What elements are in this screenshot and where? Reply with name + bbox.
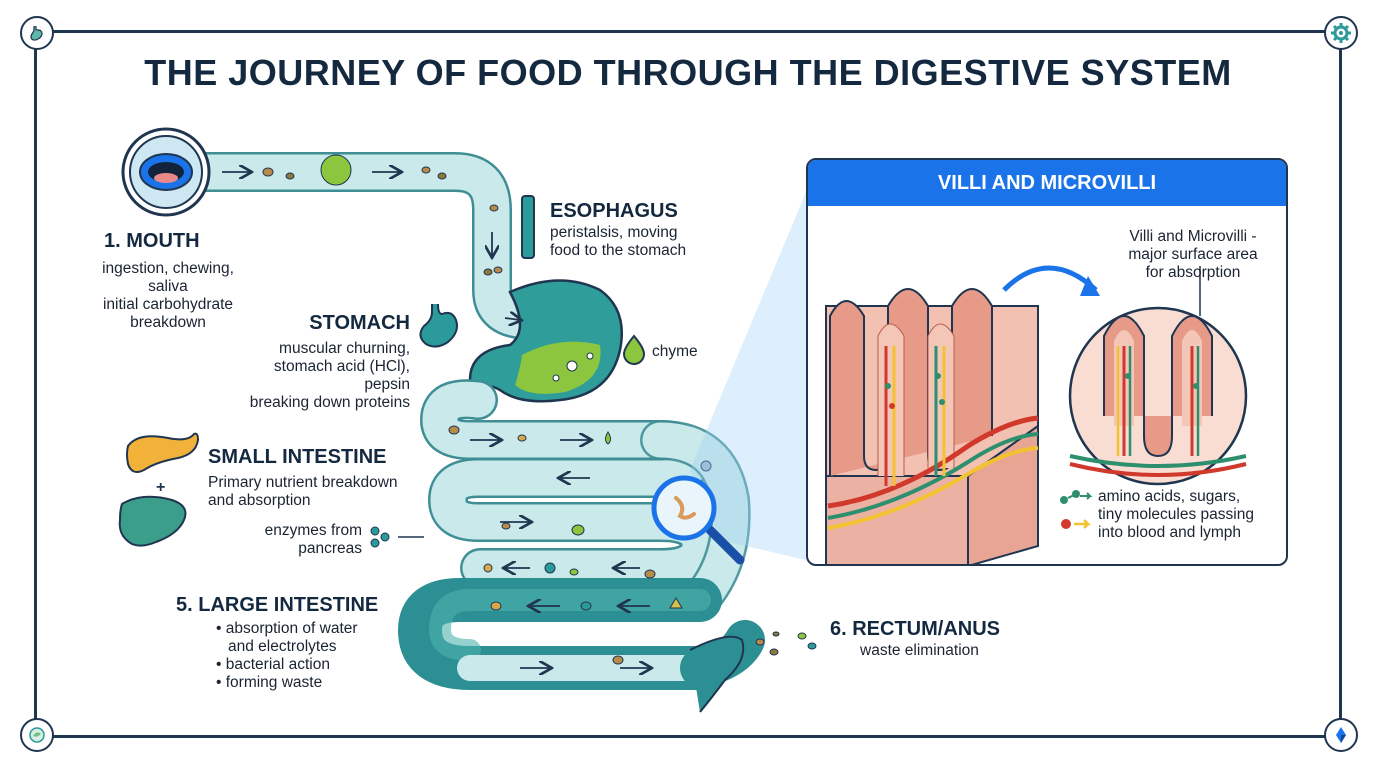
large-intestine-item: absorption of water bbox=[216, 620, 358, 638]
mouth-line-3: initial carbohydrate bbox=[102, 296, 234, 313]
villi-panel: VILLI AND MICROVILLI bbox=[806, 158, 1288, 566]
villi-callout-line-1: Villi and Microvilli - bbox=[1129, 228, 1257, 245]
villi-callout: Villi and Microvilli - major surface are… bbox=[1108, 228, 1278, 282]
stomach-icon bbox=[419, 303, 458, 348]
compass-icon bbox=[1324, 718, 1358, 752]
mouth-heading: 1. MOUTH bbox=[104, 230, 200, 252]
rectum bbox=[689, 635, 745, 713]
esophagus-description: peristalsis, moving food to the stomach bbox=[550, 224, 686, 260]
chyme-label: chyme bbox=[652, 343, 698, 360]
zoom-beam bbox=[690, 192, 806, 560]
large-intestine-heading: 5. LARGE INTESTINE bbox=[176, 594, 379, 616]
liver-icon bbox=[118, 495, 187, 547]
villi-panel-header: VILLI AND MICROVILLI bbox=[808, 160, 1286, 206]
page-title: THE JOURNEY OF FOOD THROUGH THE DIGESTIV… bbox=[144, 52, 1232, 93]
enzymes-label: enzymes from pancreas bbox=[230, 522, 362, 558]
zoom-arrow-head bbox=[1080, 276, 1100, 296]
rectum-description: waste elimination bbox=[860, 642, 979, 659]
stomach-line-4: breaking down proteins bbox=[249, 394, 410, 411]
outer-frame bbox=[34, 30, 1342, 738]
villi-illustration bbox=[825, 265, 1248, 564]
stomach-line-1: muscular churning, bbox=[279, 340, 410, 357]
stomach-line-2: stomach acid (HCl), bbox=[273, 358, 410, 375]
small-intestine-description: Primary nutrient breakdown and absorptio… bbox=[208, 474, 398, 510]
enzyme-dots bbox=[370, 526, 424, 548]
stomach-organ bbox=[468, 279, 624, 414]
villi-block bbox=[825, 288, 1039, 564]
large-intestine-item: bacterial action bbox=[216, 656, 358, 674]
chyme-drop-icon bbox=[622, 334, 646, 365]
mouth-icon bbox=[121, 127, 211, 217]
zoom-arrow bbox=[1002, 265, 1098, 292]
mouth-line-1: ingestion, chewing, bbox=[102, 260, 234, 277]
pancreas-icon bbox=[126, 432, 200, 473]
magnifier-icon bbox=[651, 475, 745, 565]
esophagus-line-1: peristalsis, moving bbox=[550, 224, 678, 241]
large-intestine-item: forming waste bbox=[216, 674, 358, 692]
mouth-description: ingestion, chewing, saliva initial carbo… bbox=[80, 260, 256, 332]
villi-legend-line-3: into blood and lymph bbox=[1098, 524, 1242, 541]
microvilli-closeup bbox=[1068, 306, 1248, 486]
large-intestine-item-cont: and electrolytes bbox=[216, 638, 358, 656]
stomach-line-3: pepsin bbox=[364, 376, 410, 393]
villi-legend-line-1: amino acids, sugars, bbox=[1098, 488, 1241, 505]
small-intestine-line-2: and absorption bbox=[208, 492, 311, 509]
villi-callout-line-3: for absorption bbox=[1145, 264, 1241, 281]
small-intestine-line-1: Primary nutrient breakdown bbox=[208, 474, 398, 491]
leaf-icon bbox=[20, 718, 54, 752]
large-intestine-list: absorption of water and electrolytes bac… bbox=[216, 620, 358, 692]
esophagus-heading: ESOPHAGUS bbox=[550, 200, 678, 222]
esophagus-line-2: food to the stomach bbox=[550, 242, 687, 259]
mouth-line-4: breakdown bbox=[130, 314, 206, 331]
plus-sign: + bbox=[156, 479, 165, 496]
food-particles bbox=[262, 154, 817, 665]
flow-arrows bbox=[222, 172, 650, 668]
large-intestine-item-text: and electrolytes bbox=[228, 638, 337, 655]
small-intestine-heading: SMALL INTESTINE bbox=[208, 446, 387, 468]
mouth-line-2: saliva bbox=[148, 278, 188, 295]
stomach-corner-icon bbox=[20, 16, 54, 50]
stomach-description: muscular churning, stomach acid (HCl), p… bbox=[220, 340, 410, 412]
enzymes-line-1: enzymes from bbox=[264, 522, 362, 539]
villi-legend-line-2: tiny molecules passing bbox=[1098, 506, 1254, 523]
stomach-heading: STOMACH bbox=[309, 312, 410, 334]
legend-icons bbox=[1060, 490, 1093, 529]
esophagus-icon bbox=[521, 195, 535, 259]
villi-legend: amino acids, sugars, tiny molecules pass… bbox=[1098, 488, 1254, 542]
villi-callout-line-2: major surface area bbox=[1128, 246, 1258, 263]
rectum-heading: 6. RECTUM/ANUS bbox=[830, 618, 1001, 640]
gear-icon bbox=[1324, 16, 1358, 50]
enzymes-line-2: pancreas bbox=[298, 540, 362, 557]
